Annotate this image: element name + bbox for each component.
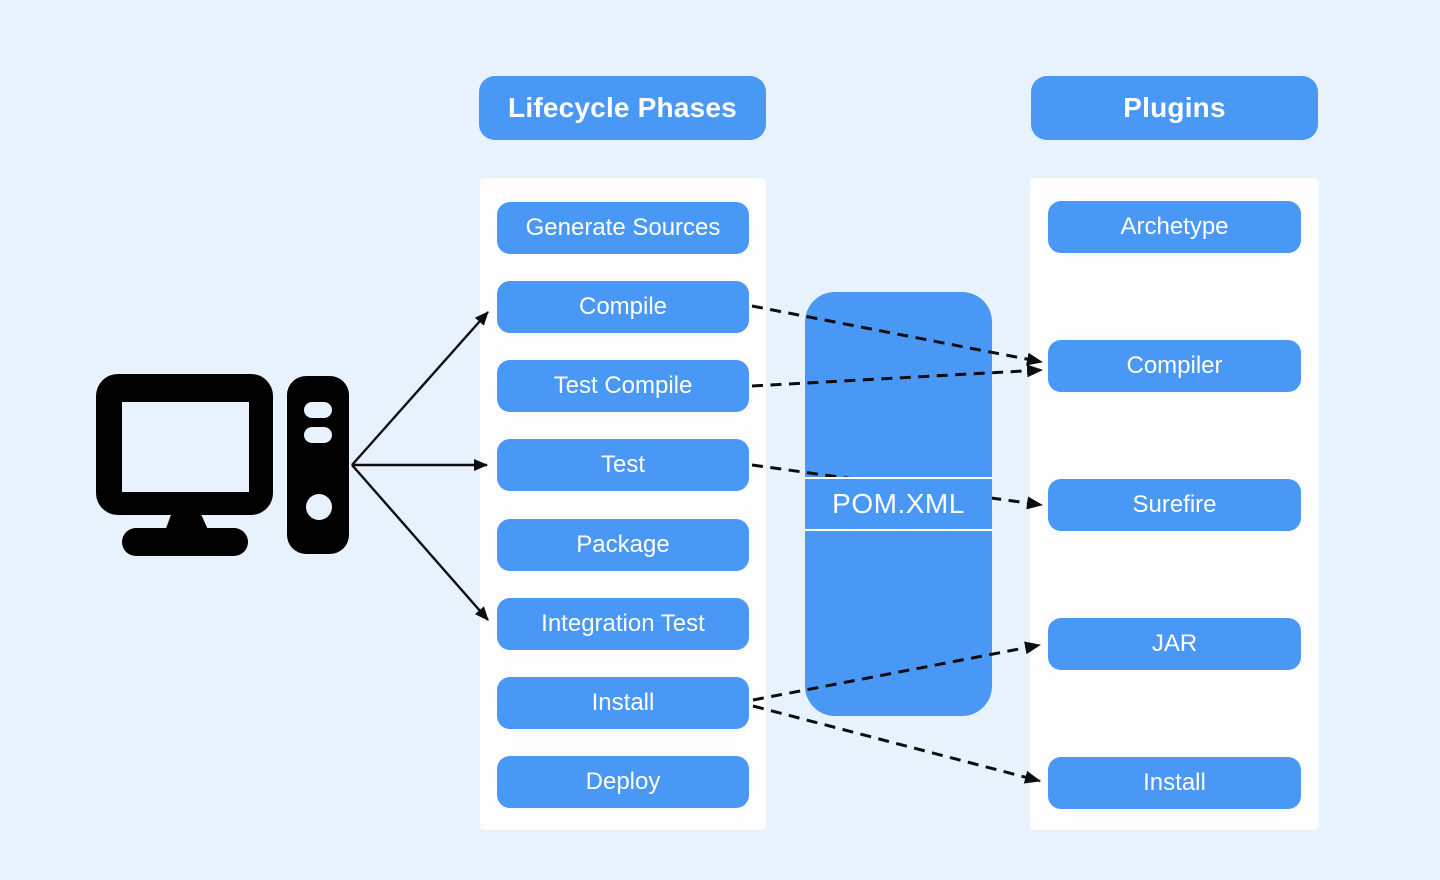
desktop-computer-icon [88, 372, 356, 560]
phase-test-compile: Test Compile [497, 360, 749, 413]
phase-package: Package [497, 518, 749, 571]
lifecycle-phases-panel: Generate Sources Compile Test Compile Te… [480, 178, 766, 830]
plugin-install: Install [1048, 757, 1301, 809]
pom-xml-label: POM.XML [805, 477, 992, 531]
arrow-computer-to-compile [351, 311, 489, 466]
phase-generate-sources: Generate Sources [497, 202, 749, 254]
phase-install: Install [497, 676, 749, 729]
plugins-panel: Archetype Compiler Surefire JAR Install [1030, 178, 1319, 830]
plugins-header: Plugins [1031, 76, 1318, 140]
phase-deploy: Deploy [497, 755, 749, 808]
lifecycle-phases-header: Lifecycle Phases [479, 76, 766, 140]
phase-integration-test: Integration Test [497, 597, 749, 650]
plugin-surefire: Surefire [1048, 479, 1301, 531]
phase-test: Test [497, 439, 749, 492]
phase-compile: Compile [497, 281, 749, 334]
arrow-computer-to-integration-test [351, 464, 489, 621]
arrow-install-to-install-plugin [752, 704, 1041, 784]
plugin-compiler: Compiler [1048, 340, 1301, 392]
plugin-jar: JAR [1048, 618, 1301, 670]
plugin-archetype: Archetype [1048, 201, 1301, 253]
